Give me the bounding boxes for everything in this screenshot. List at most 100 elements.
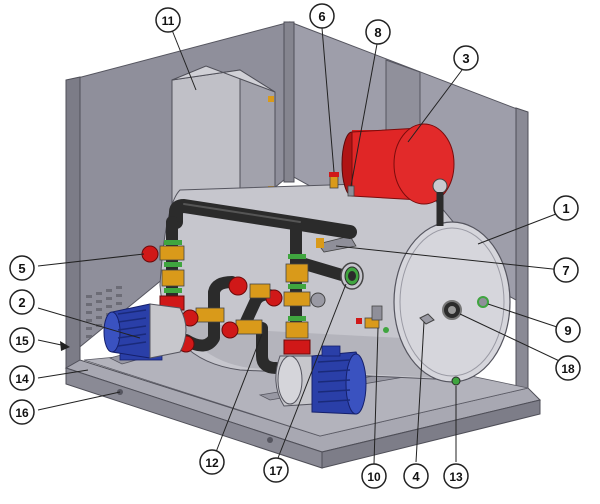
base-right-rail xyxy=(321,399,541,469)
control-box-front xyxy=(171,69,241,209)
expansion-vessel-connector xyxy=(432,178,448,194)
callout-18-label: 18 xyxy=(561,362,575,376)
pump-2-motor-end xyxy=(345,353,367,415)
callout-14-label: 14 xyxy=(15,372,29,386)
fitting-brass xyxy=(249,283,271,299)
valves-and-fittings xyxy=(141,240,326,355)
pump-2-terminal-box xyxy=(321,345,341,357)
fitting-green xyxy=(288,284,306,289)
callout-3: 3 xyxy=(453,45,479,71)
callout-5-label: 5 xyxy=(18,261,25,276)
pump-1-housing xyxy=(149,303,187,359)
callout-6: 6 xyxy=(309,3,335,29)
pump-2-housing-face xyxy=(277,355,303,405)
leader-18 xyxy=(459,313,571,367)
leader-1 xyxy=(477,213,557,245)
callout-10: 10 xyxy=(361,463,387,489)
leader-17 xyxy=(277,283,347,459)
callout-17-label: 17 xyxy=(269,464,283,478)
drain-13 xyxy=(451,376,461,386)
callout-17: 17 xyxy=(263,457,289,483)
callout-11-label: 11 xyxy=(162,14,175,28)
leader-14 xyxy=(37,369,89,379)
callout-5: 5 xyxy=(9,255,35,281)
callout-14: 14 xyxy=(9,365,35,391)
fitting-6 xyxy=(329,175,339,189)
fitting-green xyxy=(164,288,182,293)
leader-lines xyxy=(37,27,571,465)
leader-6 xyxy=(321,27,335,173)
leader-12 xyxy=(215,333,263,453)
valve-5-body xyxy=(159,245,185,261)
valve-5-handle xyxy=(141,245,159,263)
fitting-7 xyxy=(316,238,324,248)
callout-8: 8 xyxy=(365,19,391,45)
check-valve xyxy=(310,292,326,308)
fitting-green xyxy=(164,240,182,245)
sensor-port-18-inner xyxy=(448,306,456,314)
pump-2 xyxy=(275,345,367,415)
leader-3 xyxy=(407,69,463,143)
fitting-6-cap xyxy=(329,172,339,177)
callouts: 1 2 3 4 5 6 7 8 xyxy=(9,3,581,489)
callout-9-label: 9 xyxy=(564,323,571,338)
control-box-latch xyxy=(268,96,274,102)
leader-10 xyxy=(373,327,379,465)
tank-small-fitting xyxy=(356,318,362,324)
callout-9: 9 xyxy=(555,317,581,343)
ventilation-grille xyxy=(86,286,122,338)
frame-post-back xyxy=(283,21,295,183)
control-box xyxy=(171,65,276,213)
callout-13-label: 13 xyxy=(449,470,463,484)
callout-8-label: 8 xyxy=(374,25,381,40)
fitting-green xyxy=(288,254,306,259)
leader-7 xyxy=(335,245,563,271)
callout-7: 7 xyxy=(553,257,579,283)
expansion-vessel xyxy=(341,123,455,226)
fitting-brass xyxy=(161,269,185,287)
leader-4 xyxy=(415,321,425,463)
pipe-header-highlight xyxy=(183,203,301,223)
pipe-outlet-17 xyxy=(340,262,364,290)
leader-16 xyxy=(37,391,121,411)
callout-3-label: 3 xyxy=(462,51,469,66)
leader-8 xyxy=(350,43,378,187)
pipe-main-header xyxy=(169,199,357,239)
callout-4-label: 4 xyxy=(412,469,420,484)
leader-5 xyxy=(37,253,145,267)
valve-red-handle xyxy=(221,321,239,339)
callout-16: 16 xyxy=(9,399,35,425)
bracket-7 xyxy=(317,235,357,253)
callout-2: 2 xyxy=(9,289,35,315)
fitting-green xyxy=(288,316,306,321)
fitting-brass xyxy=(285,263,309,283)
frame-post-right xyxy=(515,107,529,391)
valve-red-handle xyxy=(228,276,248,296)
callout-7-label: 7 xyxy=(562,263,569,278)
fitting-8 xyxy=(347,185,355,197)
callout-1: 1 xyxy=(553,195,579,221)
callout-6-label: 6 xyxy=(318,9,325,24)
fitting-green xyxy=(164,262,182,267)
expansion-vessel-dome xyxy=(393,123,455,205)
callout-2-label: 2 xyxy=(18,295,25,310)
callout-13: 13 xyxy=(443,463,469,489)
callout-15-label: 15 xyxy=(15,334,29,348)
valve-10-green xyxy=(383,327,389,333)
callout-12: 12 xyxy=(199,449,225,475)
callout-16-label: 16 xyxy=(15,406,29,420)
leader-2 xyxy=(37,307,141,339)
leader-11 xyxy=(171,29,197,91)
pump-1-motor-end xyxy=(103,311,121,353)
leader-15-arrowhead xyxy=(60,341,70,351)
pump-2-cooling-fins xyxy=(317,359,351,403)
fitting-brass xyxy=(285,321,309,339)
pump-1 xyxy=(103,303,187,361)
callout-10-label: 10 xyxy=(367,470,381,484)
valve-red xyxy=(283,339,311,355)
pipe-pump2-drop xyxy=(256,322,282,374)
frame-post-left xyxy=(65,76,81,373)
callout-11: 11 xyxy=(155,7,181,33)
